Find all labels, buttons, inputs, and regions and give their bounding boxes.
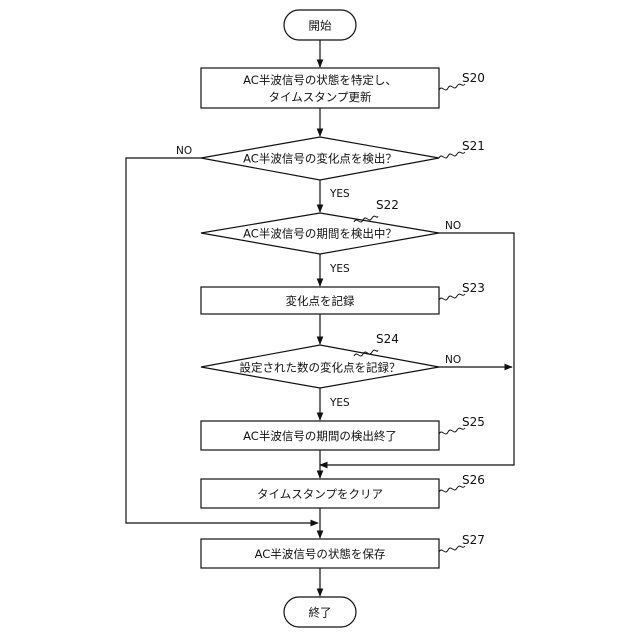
s24-label: 設定された数の変化点を記録？ [240, 361, 401, 375]
edge-s21-no [126, 158, 318, 523]
start-label: 開始 [309, 19, 332, 33]
s22-label: AC半波信号の期間を検出中？ [243, 227, 397, 241]
s22-step-label: S22 [376, 198, 399, 212]
s23-label: 変化点を記録 [286, 294, 355, 308]
s25-step-label: S25 [462, 415, 485, 429]
s20-step-label: S20 [462, 71, 485, 85]
s27-step-label: S27 [462, 533, 485, 547]
s20-label-line1: AC半波信号の状態を特定し、 [243, 73, 397, 87]
s21-step-label: S21 [462, 139, 485, 153]
s22-yes-label: YES [329, 263, 350, 275]
s25-label: AC半波信号の期間の検出終了 [243, 429, 397, 443]
s26-label: タイムスタンプをクリア [257, 487, 383, 501]
end-label: 終了 [309, 606, 332, 620]
s24-no-label: NO [445, 354, 461, 366]
s24-yes-label: YES [329, 397, 350, 409]
s24-step-label: S24 [376, 332, 399, 346]
s21-no-label: NO [176, 145, 192, 157]
s27-label: AC半波信号の状態を保存 [255, 547, 386, 561]
s21-label: AC半波信号の変化点を検出？ [243, 152, 397, 166]
s20-label-line2: タイムスタンプ更新 [269, 90, 372, 104]
s26-step-label: S26 [462, 473, 485, 487]
s23-step-label: S23 [462, 281, 485, 295]
s21-yes-label: YES [329, 188, 350, 200]
s22-no-label: NO [445, 220, 461, 232]
